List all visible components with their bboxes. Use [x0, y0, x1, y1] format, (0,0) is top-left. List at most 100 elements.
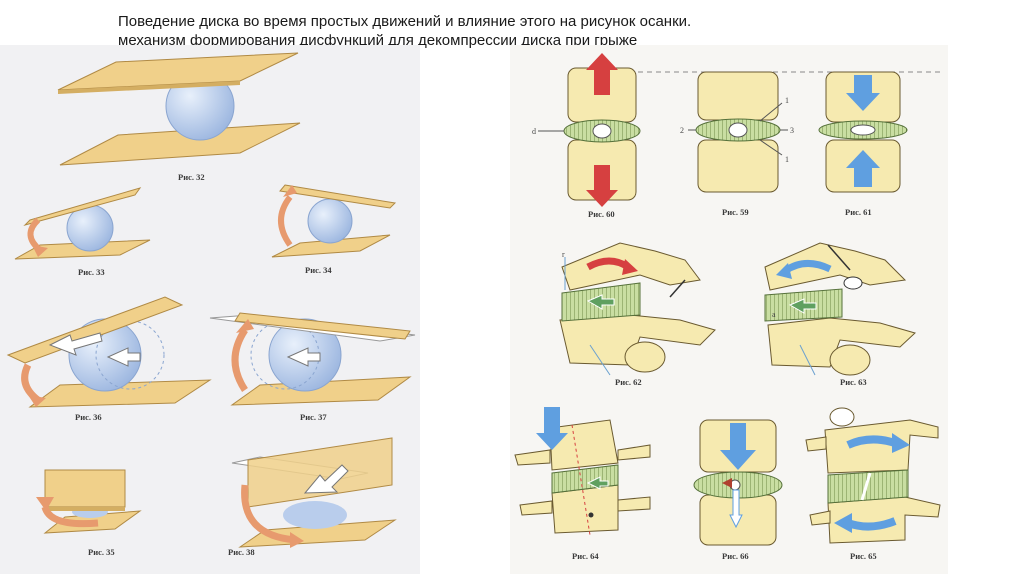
figure-66: Рис. 66	[693, 419, 783, 561]
shift-arrow	[48, 332, 103, 356]
top-plate	[44, 469, 126, 508]
reference-line	[589, 344, 611, 376]
caption-fig34: Рис. 34	[305, 265, 332, 275]
axis-point	[588, 512, 594, 518]
figure-32: Рис. 32	[57, 52, 301, 182]
disc-model-figures: Рис. 32 Рис. 33 Рис. 34	[0, 45, 420, 574]
arrow-head	[236, 319, 254, 333]
label-2: 2	[680, 126, 684, 135]
vertebra-upper	[697, 71, 779, 121]
transverse-process	[617, 444, 651, 461]
rotation-arrow	[27, 217, 43, 253]
nucleus	[850, 124, 876, 136]
rotation-arrow	[241, 484, 296, 544]
vertebra-lower	[827, 496, 941, 544]
label-a: a	[772, 310, 776, 319]
ball-shift-arrow	[106, 347, 141, 367]
figure-38: Рис. 38	[228, 437, 397, 557]
spinous-process	[624, 341, 666, 373]
caption-fig64: Рис. 64	[572, 551, 599, 561]
blue-arrow-up	[846, 150, 880, 187]
bottom-plate	[230, 376, 412, 406]
arrow-head	[283, 185, 297, 197]
ball-shift-arrow	[286, 347, 321, 367]
caption-fig62: Рис. 62	[615, 377, 642, 387]
rotation-arrow	[21, 363, 41, 403]
label-1-bottom: 1	[785, 155, 789, 164]
bottom-plate	[271, 234, 391, 258]
slide-title: Поведение диска во время простых движени…	[118, 12, 998, 50]
label-3: 3	[790, 126, 794, 135]
plate-edge	[45, 507, 125, 511]
caption-fig66: Рис. 66	[722, 551, 749, 561]
vertebra-upper	[549, 419, 619, 471]
figure-35: Рис. 35	[36, 469, 142, 557]
red-arrow-left	[722, 478, 732, 488]
pointer-line	[669, 279, 686, 298]
label-leader	[759, 139, 783, 156]
figure-59: 1 2 3 1 Рис. 59	[680, 71, 794, 217]
spinous-process	[829, 344, 871, 376]
figure-34: Рис. 34	[271, 184, 397, 275]
label-leader	[759, 102, 783, 122]
arrow-head	[28, 395, 46, 407]
caption-fig59: Рис. 59	[722, 207, 749, 217]
figure-64: Рис. 64	[514, 407, 651, 561]
caption-fig61: Рис. 61	[845, 207, 872, 217]
figure-33: Рис. 33	[14, 187, 151, 277]
label-1-top: 1	[785, 96, 789, 105]
disc-model-svg: Рис. 32 Рис. 33 Рис. 34	[6, 52, 416, 557]
spinous-process-top	[829, 407, 855, 427]
transverse-process	[805, 436, 827, 452]
caption-fig36: Рис. 36	[75, 412, 102, 422]
nucleus-arrow	[586, 294, 615, 310]
rotation-arrow	[278, 195, 293, 247]
label-d: d	[532, 127, 536, 136]
top-plate	[59, 122, 301, 166]
pointer-line	[827, 244, 851, 271]
transverse-process	[617, 496, 651, 512]
facet-joint	[843, 276, 863, 290]
vertebra-upper	[764, 242, 907, 291]
figure-36: Рис. 36	[6, 296, 212, 422]
tilted-top-plate	[23, 187, 142, 226]
arrow-head	[290, 532, 304, 548]
figure-62: r Рис. 62	[559, 242, 716, 387]
disc	[827, 469, 909, 504]
white-arrow	[860, 472, 872, 501]
transverse-process	[514, 449, 551, 466]
disc-ball	[283, 501, 347, 529]
reference-line	[571, 424, 591, 536]
transverse-process	[519, 500, 553, 516]
figure-61: Рис. 61	[818, 71, 908, 217]
vertebra-lower	[697, 139, 779, 193]
plate-edge	[58, 81, 240, 94]
nucleus-arrow	[586, 476, 609, 490]
caption-fig60: Рис. 60	[588, 209, 615, 219]
nucleus	[728, 122, 748, 138]
tilted-top-plate	[279, 184, 397, 209]
arrow-head	[622, 259, 638, 275]
blue-arrow-down	[720, 423, 756, 470]
transverse-process	[809, 510, 831, 526]
tilted-top-plate	[6, 296, 184, 364]
caption-fig33: Рис. 33	[78, 267, 105, 277]
arrow-head	[32, 245, 48, 257]
arrow-head	[892, 433, 910, 453]
blue-arrow-down	[536, 407, 568, 450]
vertebra-lower	[559, 314, 716, 366]
reference-line	[799, 344, 816, 376]
caption-fig38: Рис. 38	[228, 547, 255, 557]
label-r: r	[562, 250, 565, 259]
rotation-arrow	[231, 328, 248, 392]
red-arrow-up	[586, 53, 618, 95]
nucleus	[592, 123, 612, 139]
title-line-2: механизм формирования дисфункций для дек…	[118, 32, 638, 49]
disc-ball	[307, 198, 353, 244]
caption-fig35: Рис. 35	[88, 547, 115, 557]
caption-fig37: Рис. 37	[300, 412, 327, 422]
vertebra-upper	[824, 419, 939, 474]
figure-37: Рис. 37	[209, 312, 416, 422]
vertebra-figures: d Рис. 60 1 2 3 1 Рис. 59 Ри	[510, 45, 948, 574]
figure-63: a Рис. 63	[764, 242, 916, 387]
